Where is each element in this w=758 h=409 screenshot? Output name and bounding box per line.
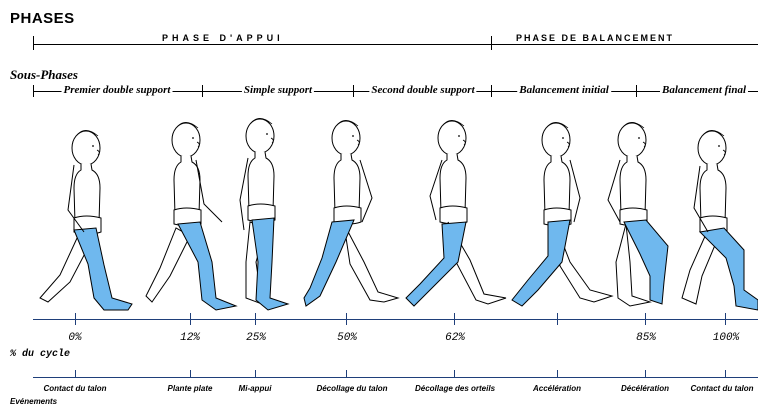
events-axis (33, 377, 758, 378)
cycle-percent: 0% (68, 332, 81, 344)
figure-deceleration (608, 122, 668, 306)
event-label: Mi-appui (239, 384, 272, 393)
cycle-percent: 12% (180, 332, 200, 344)
event-tick (454, 370, 455, 378)
figure-final-contact (682, 130, 758, 310)
figure-mid-stance (240, 118, 288, 310)
event-label: Décélération (621, 384, 669, 393)
event-label: Plante plate (168, 384, 213, 393)
events-label: Evénements (10, 397, 57, 406)
cycle-tick (255, 313, 256, 325)
cycle-percent: 85% (636, 332, 656, 344)
figure-acceleration (512, 122, 612, 306)
cycle-axis (33, 319, 758, 320)
cycle-tick (557, 313, 558, 325)
event-tick (557, 370, 558, 378)
event-tick (75, 370, 76, 378)
cycle-percent: 62% (445, 332, 465, 344)
event-tick (725, 370, 726, 378)
figure-foot-flat (146, 122, 236, 310)
event-label: Décollage des orteils (415, 384, 495, 393)
event-tick (645, 370, 646, 378)
event-label: Contact du talon (690, 384, 753, 393)
event-tick (190, 370, 191, 378)
cycle-tick (346, 313, 347, 325)
cycle-percent: 25% (246, 332, 266, 344)
event-tick (255, 370, 256, 378)
cycle-tick (725, 313, 726, 325)
event-tick (346, 370, 347, 378)
event-label: Décollage du talon (316, 384, 387, 393)
cycle-tick (190, 313, 191, 325)
cycle-tick (75, 313, 76, 325)
event-label: Contact du talon (43, 384, 106, 393)
cycle-percent: 100% (713, 332, 739, 344)
cycle-tick (454, 313, 455, 325)
figure-initial-contact (40, 130, 132, 310)
event-label: Accélération (533, 384, 581, 393)
figure-toe-off (406, 120, 506, 306)
cycle-label: % du cycle (10, 349, 70, 360)
figure-heel-off (304, 120, 398, 306)
cycle-tick (645, 313, 646, 325)
cycle-percent: 50% (337, 332, 357, 344)
